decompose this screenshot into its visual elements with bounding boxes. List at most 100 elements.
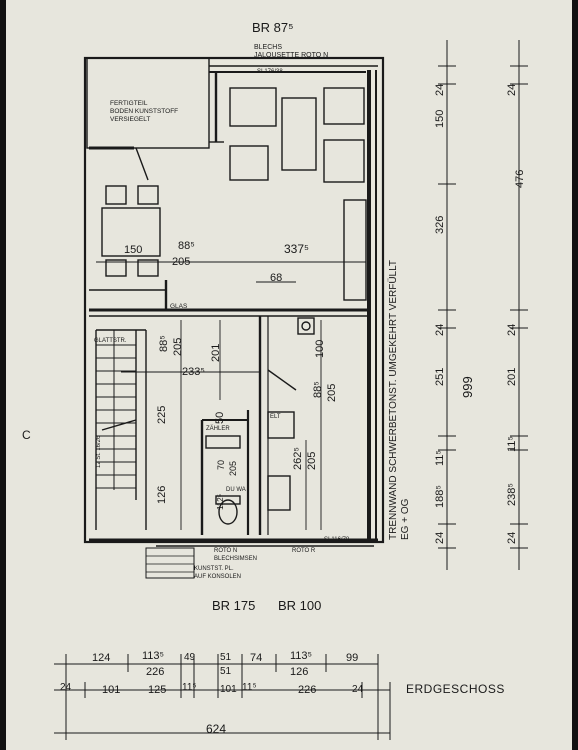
elt-box [267, 411, 295, 439]
dim-c24a: 24 [60, 682, 72, 693]
armchair-2 [229, 145, 269, 181]
stair-break-line [101, 419, 137, 431]
dim-205c: 205 [326, 383, 338, 402]
dim-100v: 100 [314, 339, 326, 358]
right-dim-lines [438, 40, 528, 570]
chimney-flue [301, 321, 311, 331]
side-table [323, 139, 365, 183]
dim-r251: 251 [434, 367, 446, 386]
dim-b226a: 226 [146, 666, 165, 678]
dim-b74: 74 [250, 652, 263, 664]
sofa-chair [229, 87, 277, 127]
kunstst-note-1: KUNSTST. PL. [194, 566, 234, 572]
interior-dim-lines [96, 261, 366, 530]
dim-b51a: 51 [220, 652, 232, 663]
dim-205b: 205 [228, 460, 238, 476]
sill-bottom-label: SI 116/78 [324, 537, 350, 543]
dim-205: 205 [172, 256, 191, 268]
cabinet [343, 199, 367, 301]
dim-r24b: 24 [434, 323, 446, 336]
chair-3 [105, 259, 127, 277]
balcony-note-3: VERSIEGELT [110, 116, 151, 123]
dim-50v: 50 [214, 411, 226, 424]
dining-table [101, 207, 161, 257]
dim-233: 233⁵ [182, 366, 205, 378]
dim-201v: 201 [210, 343, 222, 362]
dim-b51b: 51 [220, 666, 232, 677]
kunstst-note-2: AUF KONSOLEN [194, 574, 242, 580]
floor-plan-drawing [54, 40, 528, 740]
glas-label: GLAS [170, 303, 188, 310]
dim-b113a: 113⁵ [142, 650, 165, 662]
dim-c226: 226 [298, 684, 317, 696]
dim-r24a: 24 [434, 83, 446, 96]
dim-88: 88⁵ [178, 240, 195, 252]
bottom-dim-lines [54, 654, 391, 740]
chair-1 [105, 185, 127, 205]
armchair-1 [323, 87, 365, 125]
sofa [281, 97, 317, 171]
top-width-label: BR 87⁵ [252, 20, 294, 35]
dim-o24a: 24 [506, 83, 518, 96]
dim-88v: 88⁵ [158, 335, 170, 352]
dim-262: 262⁵ [292, 447, 304, 470]
dim-o24b: 24 [506, 323, 518, 336]
shower [267, 475, 291, 511]
duwa-label: DU WA [226, 487, 246, 493]
dim-150: 150 [124, 244, 143, 256]
balcony-slab [86, 57, 210, 149]
chair-4 [137, 259, 159, 277]
dim-c115a: 11⁵ [182, 682, 197, 693]
br175-label: BR 175 [212, 598, 256, 613]
marker-c: C [22, 428, 31, 442]
meter-cabinet [205, 435, 241, 449]
entry-step [145, 547, 195, 579]
dim-r326: 326 [434, 215, 446, 234]
trennwand-note-2: EG + OG [400, 498, 411, 540]
dim-r24c: 24 [434, 531, 446, 544]
dim-b49: 49 [184, 652, 196, 663]
outer-wall [83, 56, 385, 544]
stair-label: 12 St. 16/26 [96, 435, 102, 468]
dim-o24c: 24 [506, 531, 518, 544]
toilet [218, 499, 238, 525]
dim-r115: 11⁵ [434, 450, 446, 466]
dim-b124: 124 [92, 652, 111, 664]
dim-624: 624 [206, 722, 227, 736]
elt-label: ELT [270, 414, 281, 420]
dim-b99: 99 [346, 652, 359, 664]
dim-o115: 11⁵ [506, 436, 518, 452]
dim-c115b: 11⁵ [242, 682, 257, 693]
glattstr-label: GLATTSTR. [94, 338, 127, 344]
dim-b126: 126 [290, 666, 309, 678]
dim-112v: 112⁵ [216, 493, 225, 510]
roto-right: ROTO R [292, 548, 316, 554]
dim-205v: 205 [172, 337, 184, 356]
washbasin [215, 495, 241, 505]
dim-70v: 70 [216, 459, 226, 470]
blind-note-2: JALOUSETTE ROTO N [254, 52, 329, 59]
dim-126v: 126 [156, 485, 168, 504]
dim-r150: 150 [434, 109, 446, 128]
roto-left-2: BLECHSIMSEN [214, 556, 258, 562]
dim-c24b: 24 [352, 684, 364, 695]
dim-205d: 205 [306, 451, 318, 470]
chair-2 [137, 185, 159, 205]
dim-r188: 188⁵ [434, 485, 446, 508]
dim-885b: 88⁵ [312, 381, 324, 398]
stair-treads [96, 344, 136, 489]
dim-c125: 125 [148, 684, 167, 696]
br100-label: BR 100 [278, 598, 322, 613]
drawing-sheet: BR 87⁵ BLECHS JALOUSETTE ROTO N SI 176/3… [6, 0, 572, 750]
balcony-note-1: FERTIGTEIL [110, 100, 148, 107]
floor-label: ERDGESCHOSS [406, 682, 505, 696]
dim-o201: 201 [506, 367, 518, 386]
kitchen-door-swing [267, 369, 297, 391]
dim-225v: 225 [156, 405, 168, 424]
walls [83, 56, 385, 579]
trennwand-note-1: TRENNWAND SCHWERBETONST. UMGEKEHRT VERFÜ… [388, 259, 399, 540]
dim-337: 337⁵ [284, 242, 309, 256]
zaehler-label: ZÄHLER [206, 426, 230, 432]
dim-o476: 476 [514, 169, 526, 188]
sill-top-label: SI 176/38 [257, 69, 283, 75]
